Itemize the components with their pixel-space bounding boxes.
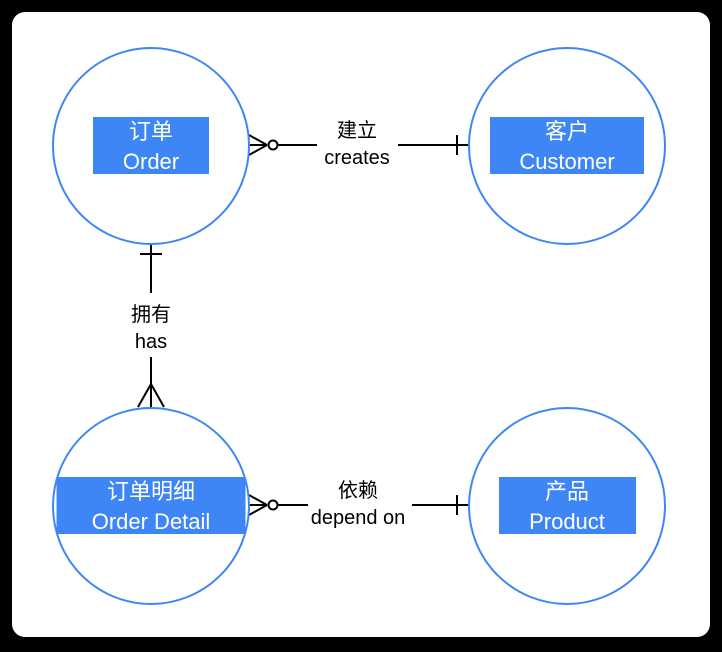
relation-depend-on: 依赖 depend on xyxy=(248,479,469,529)
entity-order-label-zh: 订单 xyxy=(129,119,173,144)
entity-product-label-zh: 产品 xyxy=(545,479,589,504)
relation-has: 拥有 has xyxy=(131,244,171,408)
crow-foot-many-icon xyxy=(248,494,268,516)
entity-order-detail-label-zh: 订单明细 xyxy=(107,479,195,504)
entity-order-detail-box xyxy=(56,477,246,534)
entity-product-label-en: Product xyxy=(529,509,605,534)
relation-depend-on-label-zh: 依赖 xyxy=(338,479,378,502)
relation-creates-label-en: creates xyxy=(324,147,390,169)
entity-product-box xyxy=(499,477,636,534)
entity-order-box xyxy=(93,117,209,174)
zero-ring-icon xyxy=(267,139,279,151)
relation-creates: 建立 creates xyxy=(248,119,469,169)
relation-has-label-zh: 拥有 xyxy=(131,303,171,326)
relation-creates-label-zh: 建立 xyxy=(337,119,377,142)
entity-order-label-en: Order xyxy=(123,149,179,174)
entity-customer-label-zh: 客户 xyxy=(545,119,589,144)
entity-customer-box xyxy=(490,117,644,174)
relation-depend-on-label-en: depend on xyxy=(311,507,406,529)
zero-ring-icon xyxy=(267,499,279,511)
entity-product: 产品 Product xyxy=(468,407,666,605)
entity-customer: 客户 Customer xyxy=(468,47,666,245)
entity-order: 订单 Order xyxy=(52,47,250,245)
entity-order-detail-label-en: Order Detail xyxy=(92,509,211,534)
relation-has-label-en: has xyxy=(135,331,167,353)
crow-foot-many-icon xyxy=(248,134,268,156)
crow-foot-many-icon xyxy=(137,383,165,408)
entity-order-detail: 订单明细 Order Detail xyxy=(52,407,250,605)
entity-customer-label-en: Customer xyxy=(519,149,614,174)
